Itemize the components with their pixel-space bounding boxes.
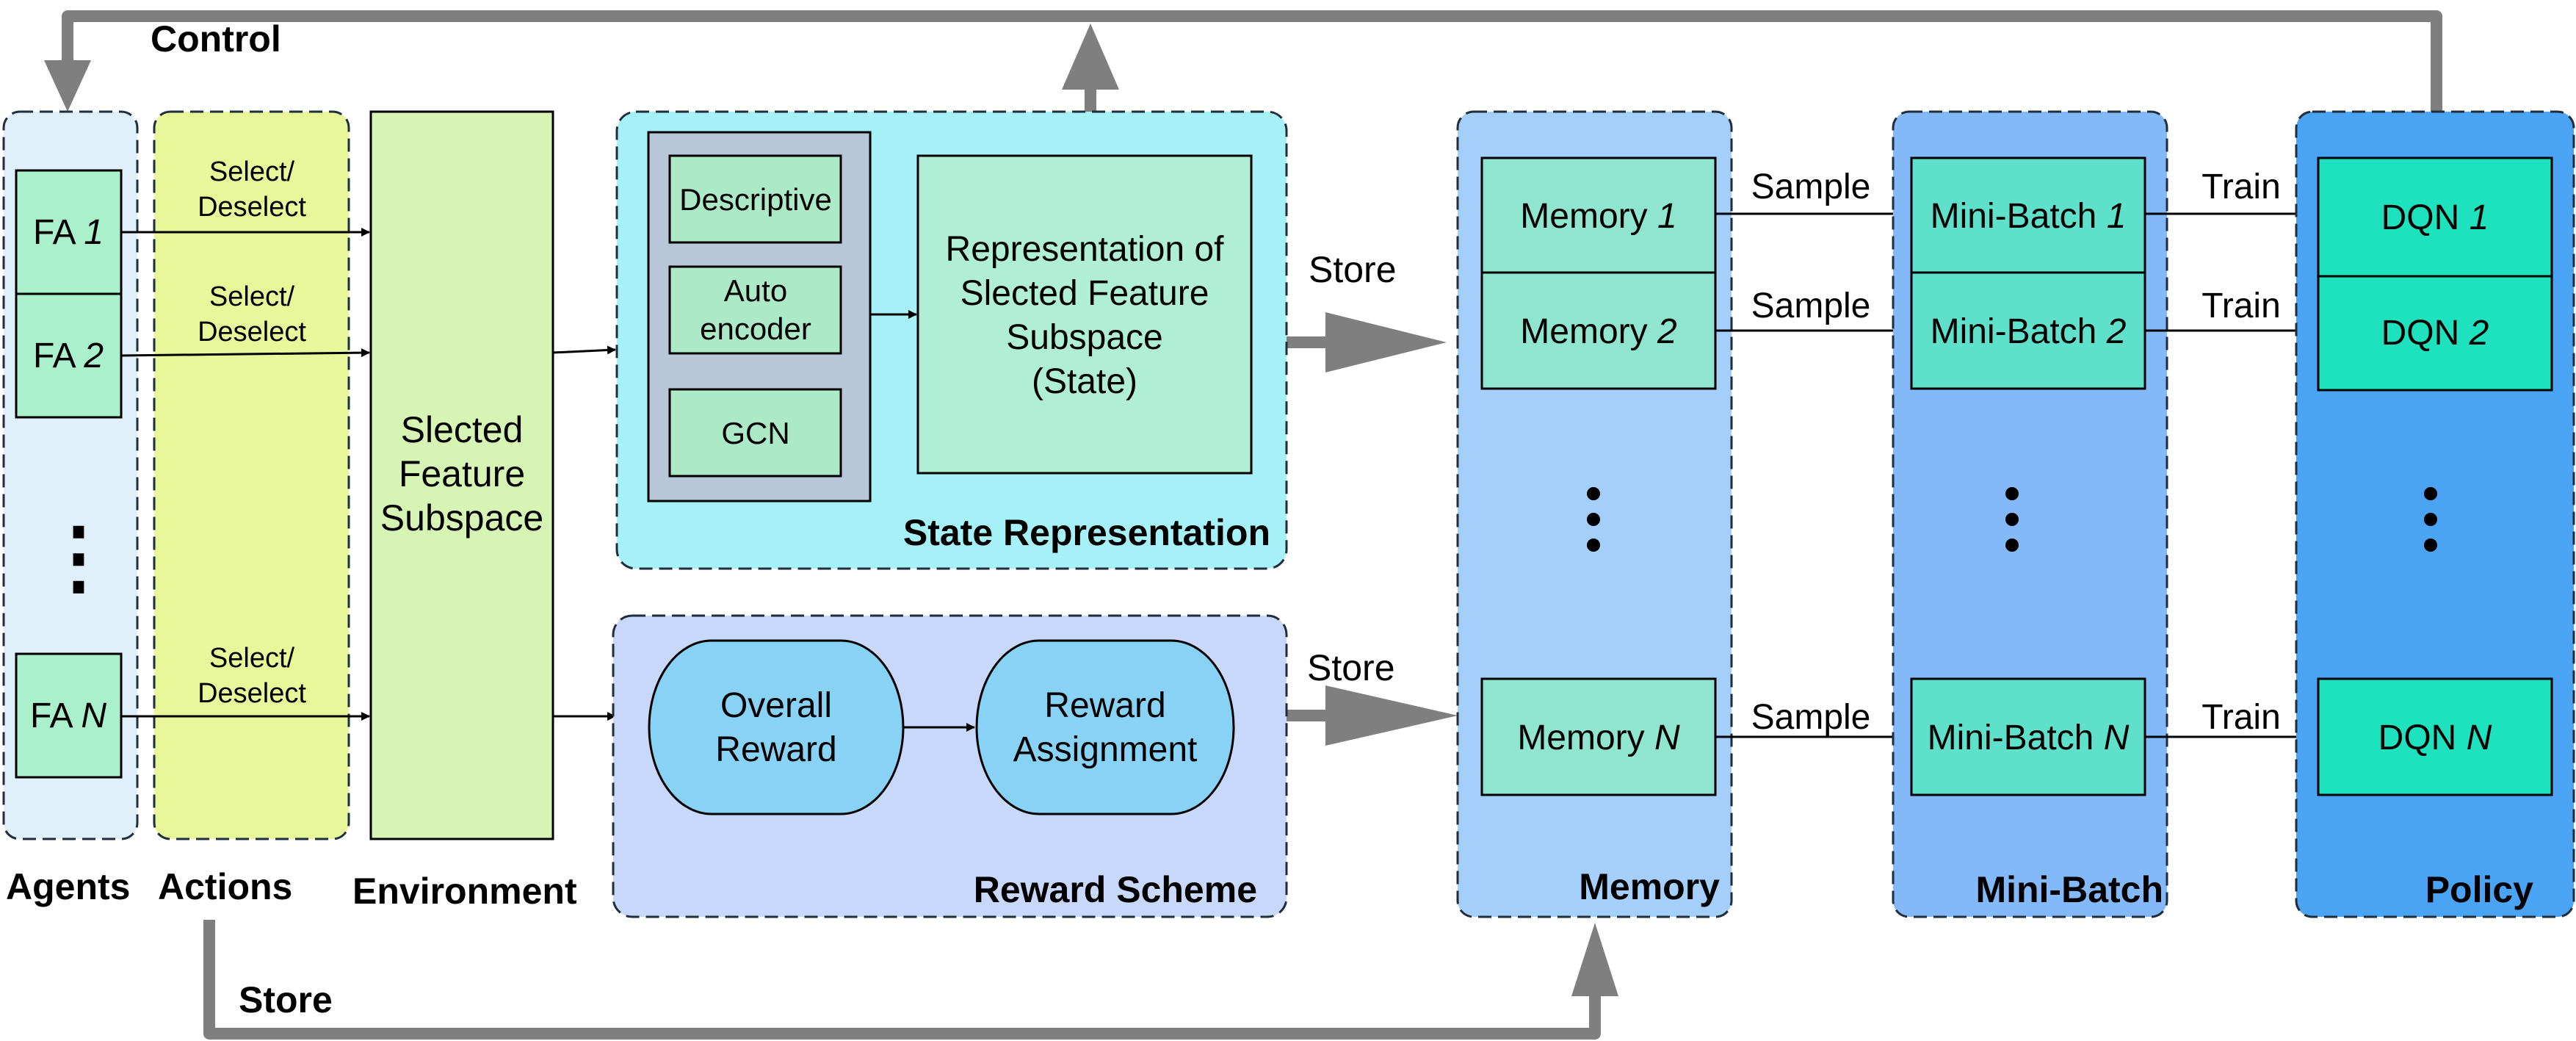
- control-label: Control: [151, 18, 281, 60]
- reward-assignment-line2: Assignment: [1013, 730, 1198, 769]
- policy-panel-title: Policy: [2425, 869, 2533, 910]
- action-2-label-line2: Deselect: [198, 317, 306, 347]
- state-rep-line2: Slected Feature: [960, 274, 1209, 313]
- sample-2-label: Sample: [1751, 287, 1871, 325]
- store-state-arrowhead: [1325, 312, 1447, 372]
- dqn-1-box[interactable]: [2317, 156, 2553, 278]
- store-bottom-line: [203, 920, 1601, 1040]
- action-1-label-line1: Select/: [209, 156, 295, 187]
- dqn-2-box[interactable]: [2317, 275, 2553, 392]
- overall-reward-line1: Overall: [720, 686, 832, 725]
- agent-fa-1-box[interactable]: [15, 169, 123, 295]
- dqn-1-label: DQN 1: [2381, 198, 2489, 237]
- minibatch-n-box[interactable]: [1910, 677, 2146, 796]
- arrow-env-to-state: [552, 345, 616, 355]
- agent-fa-n-label: FA N: [30, 696, 106, 735]
- action-2-label-line1: Select/: [209, 281, 295, 312]
- store-reward-line: [1285, 710, 1329, 721]
- memory-ellipsis: [1587, 487, 1600, 552]
- dqn-2-label: DQN 2: [2381, 314, 2489, 353]
- reward-assignment-line1: Reward: [1044, 686, 1165, 725]
- method-gcn-box[interactable]: [668, 388, 842, 478]
- memory-1-box[interactable]: [1480, 156, 1717, 274]
- store-bottom-label: Store: [239, 979, 333, 1020]
- memory-n-label: Memory N: [1517, 718, 1680, 757]
- state-rep-line3: Subspace: [1006, 318, 1163, 357]
- control-loop-line: [62, 10, 2442, 112]
- sample-n-label: Sample: [1751, 698, 1871, 737]
- minibatch-panel-title: Mini-Batch: [1975, 869, 2163, 910]
- agent-fa-1-label: FA 1: [33, 213, 104, 252]
- method-descriptive-label: Descriptive: [679, 182, 832, 217]
- dqn-n-box[interactable]: [2317, 677, 2553, 796]
- train-1-label: Train: [2201, 168, 2281, 206]
- method-descriptive-box[interactable]: [668, 154, 842, 244]
- sample-1-label: Sample: [1751, 168, 1871, 206]
- method-autoencoder-label-line2: encoder: [700, 311, 811, 346]
- environment-box[interactable]: [369, 110, 554, 840]
- environment-label-line3: Subspace: [380, 497, 543, 538]
- reward-assignment-pill[interactable]: [975, 639, 1235, 815]
- store-reward-arrowhead: [1325, 685, 1458, 746]
- minibatch-2-label: Mini-Batch 2: [1931, 312, 2127, 351]
- policy-ellipsis: [2424, 487, 2437, 552]
- environment-label-line2: Feature: [399, 453, 525, 494]
- actions-panel: [153, 110, 350, 840]
- method-autoencoder-box[interactable]: [668, 265, 842, 355]
- action-n-label-line1: Select/: [209, 643, 295, 674]
- memory-2-box[interactable]: [1480, 271, 1717, 390]
- actions-title: Actions: [158, 866, 292, 907]
- control-loop-arrowhead: [44, 60, 91, 112]
- store-reward-label: Store: [1307, 647, 1395, 688]
- memory-panel-title: Memory: [1579, 866, 1720, 907]
- store-bottom-arrowhead: [1571, 923, 1618, 996]
- memory-2-label: Memory 2: [1520, 312, 1676, 351]
- state-rep-line4: (State): [1032, 362, 1137, 401]
- train-n-label: Train: [2201, 698, 2281, 737]
- agents-ellipsis: ⋮: [38, 512, 119, 602]
- minibatch-2-box[interactable]: [1910, 271, 2146, 390]
- method-gcn-label: GCN: [721, 416, 789, 450]
- agent-fa-2-label: FA 2: [33, 336, 104, 375]
- memory-1-label: Memory 1: [1520, 197, 1676, 236]
- method-autoencoder-label-line1: Auto: [724, 273, 787, 308]
- environment-title: Environment: [352, 871, 577, 912]
- state-up-arrowhead: [1062, 24, 1119, 90]
- overall-reward-line2: Reward: [715, 730, 836, 769]
- state-rep-line1: Representation of: [946, 230, 1225, 269]
- agents-title: Agents: [6, 866, 130, 907]
- minibatch-n-label: Mini-Batch N: [1928, 718, 2130, 757]
- state-panel-title: State Representation: [903, 512, 1270, 553]
- state-representation-box[interactable]: [916, 154, 1253, 475]
- dqn-n-label: DQN N: [2378, 718, 2492, 757]
- environment-label-line1: Slected: [401, 409, 524, 450]
- store-state-line: [1285, 336, 1329, 348]
- agent-fa-2-box[interactable]: [15, 292, 123, 419]
- action-n-label-line2: Deselect: [198, 678, 306, 709]
- overall-reward-pill[interactable]: [648, 639, 905, 815]
- minibatch-1-label: Mini-Batch 1: [1931, 197, 2127, 236]
- store-state-label: Store: [1309, 249, 1397, 290]
- arrow-fa2-to-env: [120, 348, 370, 358]
- memory-n-box[interactable]: [1480, 677, 1717, 796]
- minibatch-ellipsis: [2005, 487, 2019, 552]
- minibatch-1-box[interactable]: [1910, 156, 2146, 274]
- train-2-label: Train: [2201, 287, 2281, 325]
- reward-panel-title: Reward Scheme: [974, 869, 1257, 910]
- action-1-label-line2: Deselect: [198, 192, 306, 223]
